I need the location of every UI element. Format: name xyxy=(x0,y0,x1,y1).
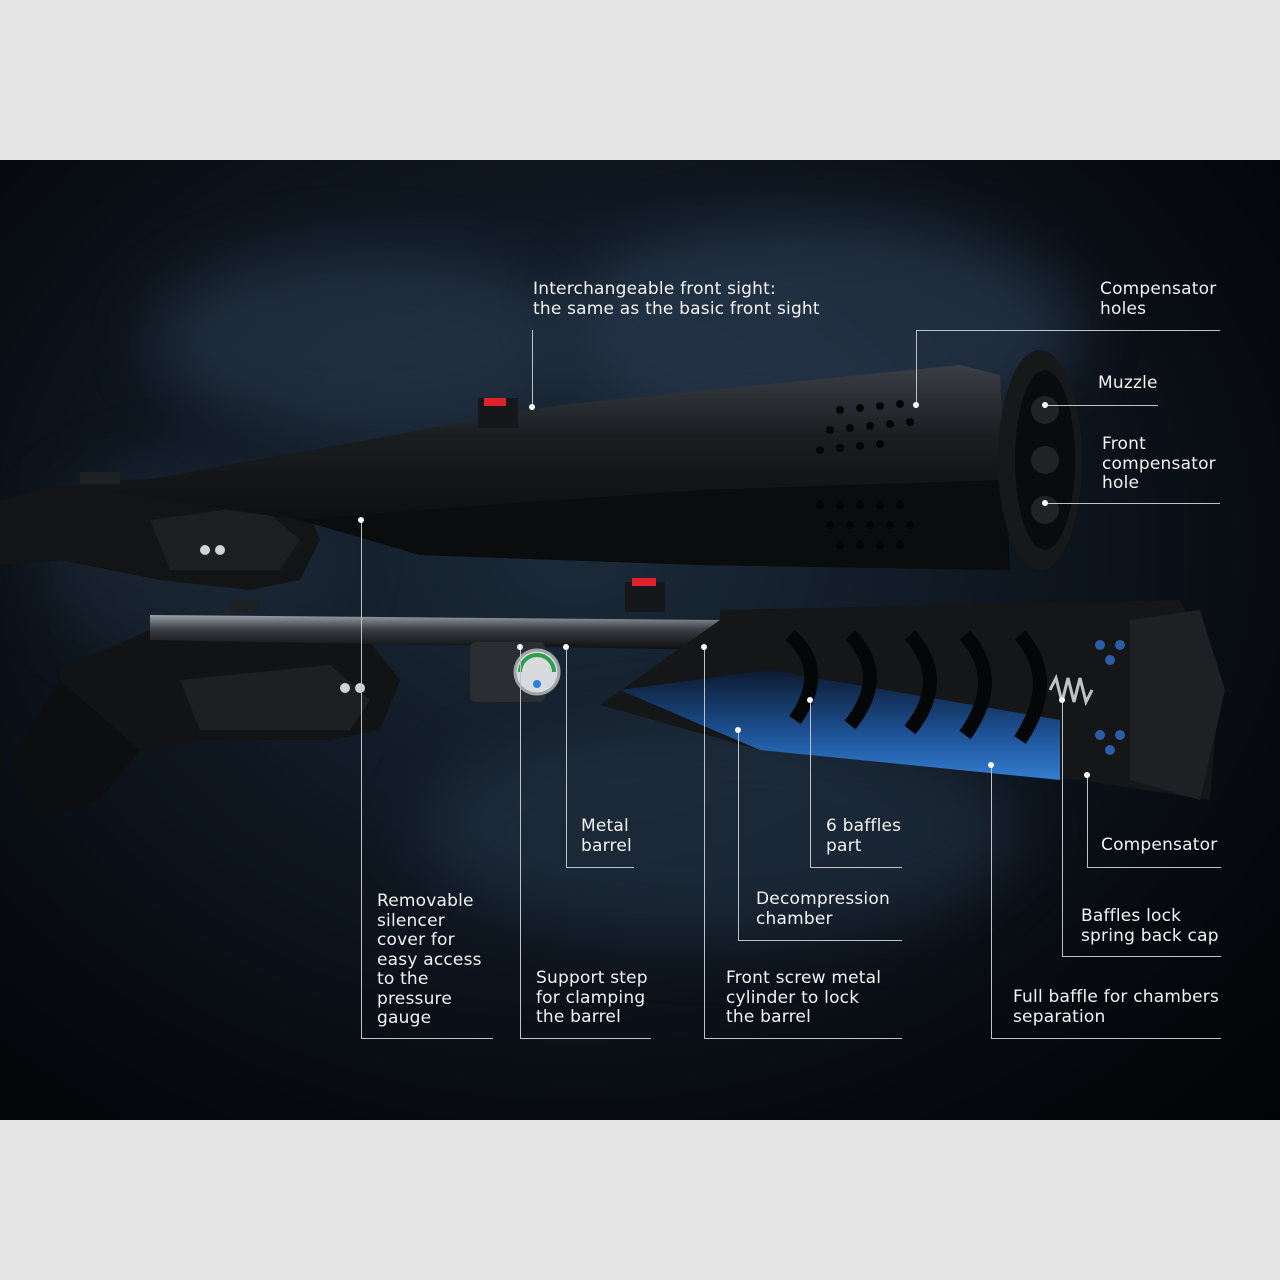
rifle-illustration xyxy=(0,350,1225,820)
leader-line xyxy=(1087,775,1088,867)
leader-line xyxy=(738,940,902,941)
label-baffles-lock: Baffles lock spring back cap xyxy=(1081,906,1219,946)
label-full-baffle: Full baffle for chambers separation xyxy=(1013,987,1220,1027)
leader-line xyxy=(704,647,705,1038)
callout-dot xyxy=(1059,697,1065,703)
callout-dot xyxy=(701,644,707,650)
callout-dot xyxy=(563,644,569,650)
callout-dot xyxy=(529,404,535,410)
leader-line xyxy=(1087,867,1221,868)
leader-line xyxy=(991,765,992,1038)
leader-line xyxy=(520,647,521,1038)
leader-line xyxy=(520,1038,651,1039)
label-compensator: Compensator xyxy=(1101,835,1218,855)
leader-line xyxy=(1062,700,1063,956)
leader-line xyxy=(566,867,634,868)
label-front-sight: Interchangeable front sight: the same as… xyxy=(533,279,820,319)
callout-dot xyxy=(1042,402,1048,408)
leader-line xyxy=(566,647,567,867)
leader-line xyxy=(1062,956,1221,957)
leader-line xyxy=(810,700,811,867)
callout-dot xyxy=(517,644,523,650)
leader-line xyxy=(916,330,917,405)
leader-line xyxy=(361,520,362,1038)
label-metal-barrel: Metal barrel xyxy=(581,816,632,856)
callout-dot xyxy=(1084,772,1090,778)
label-front-screw: Front screw metal cylinder to lock the b… xyxy=(726,968,882,1027)
callout-dot xyxy=(988,762,994,768)
label-support-step: Support step for clamping the barrel xyxy=(536,968,648,1027)
leader-line xyxy=(738,730,739,940)
callout-dot xyxy=(1042,500,1048,506)
leader-line xyxy=(991,1038,1221,1039)
label-muzzle: Muzzle xyxy=(1098,373,1158,393)
callout-dot xyxy=(807,697,813,703)
leader-line xyxy=(810,867,902,868)
leader-line xyxy=(916,330,1220,331)
leader-line xyxy=(704,1038,902,1039)
label-baffles-part: 6 baffles part xyxy=(826,816,902,856)
label-compensator-holes: Compensator holes xyxy=(1100,279,1217,319)
lower-rifle xyxy=(10,578,1225,820)
leader-line xyxy=(1048,503,1220,504)
label-removable-cover: Removable silencer cover for easy access… xyxy=(377,891,482,1028)
label-front-compensator-hole: Front compensator hole xyxy=(1102,434,1216,493)
label-decompression-chamber: Decompression chamber xyxy=(756,889,890,929)
callout-dot xyxy=(735,727,741,733)
leader-line xyxy=(361,1038,493,1039)
upper-rifle xyxy=(0,350,1082,590)
leader-line xyxy=(532,330,533,410)
diagram-panel: Interchangeable front sight: the same as… xyxy=(0,160,1280,1120)
callout-dot xyxy=(358,517,364,523)
leader-line xyxy=(1048,405,1158,406)
callout-dot xyxy=(913,402,919,408)
